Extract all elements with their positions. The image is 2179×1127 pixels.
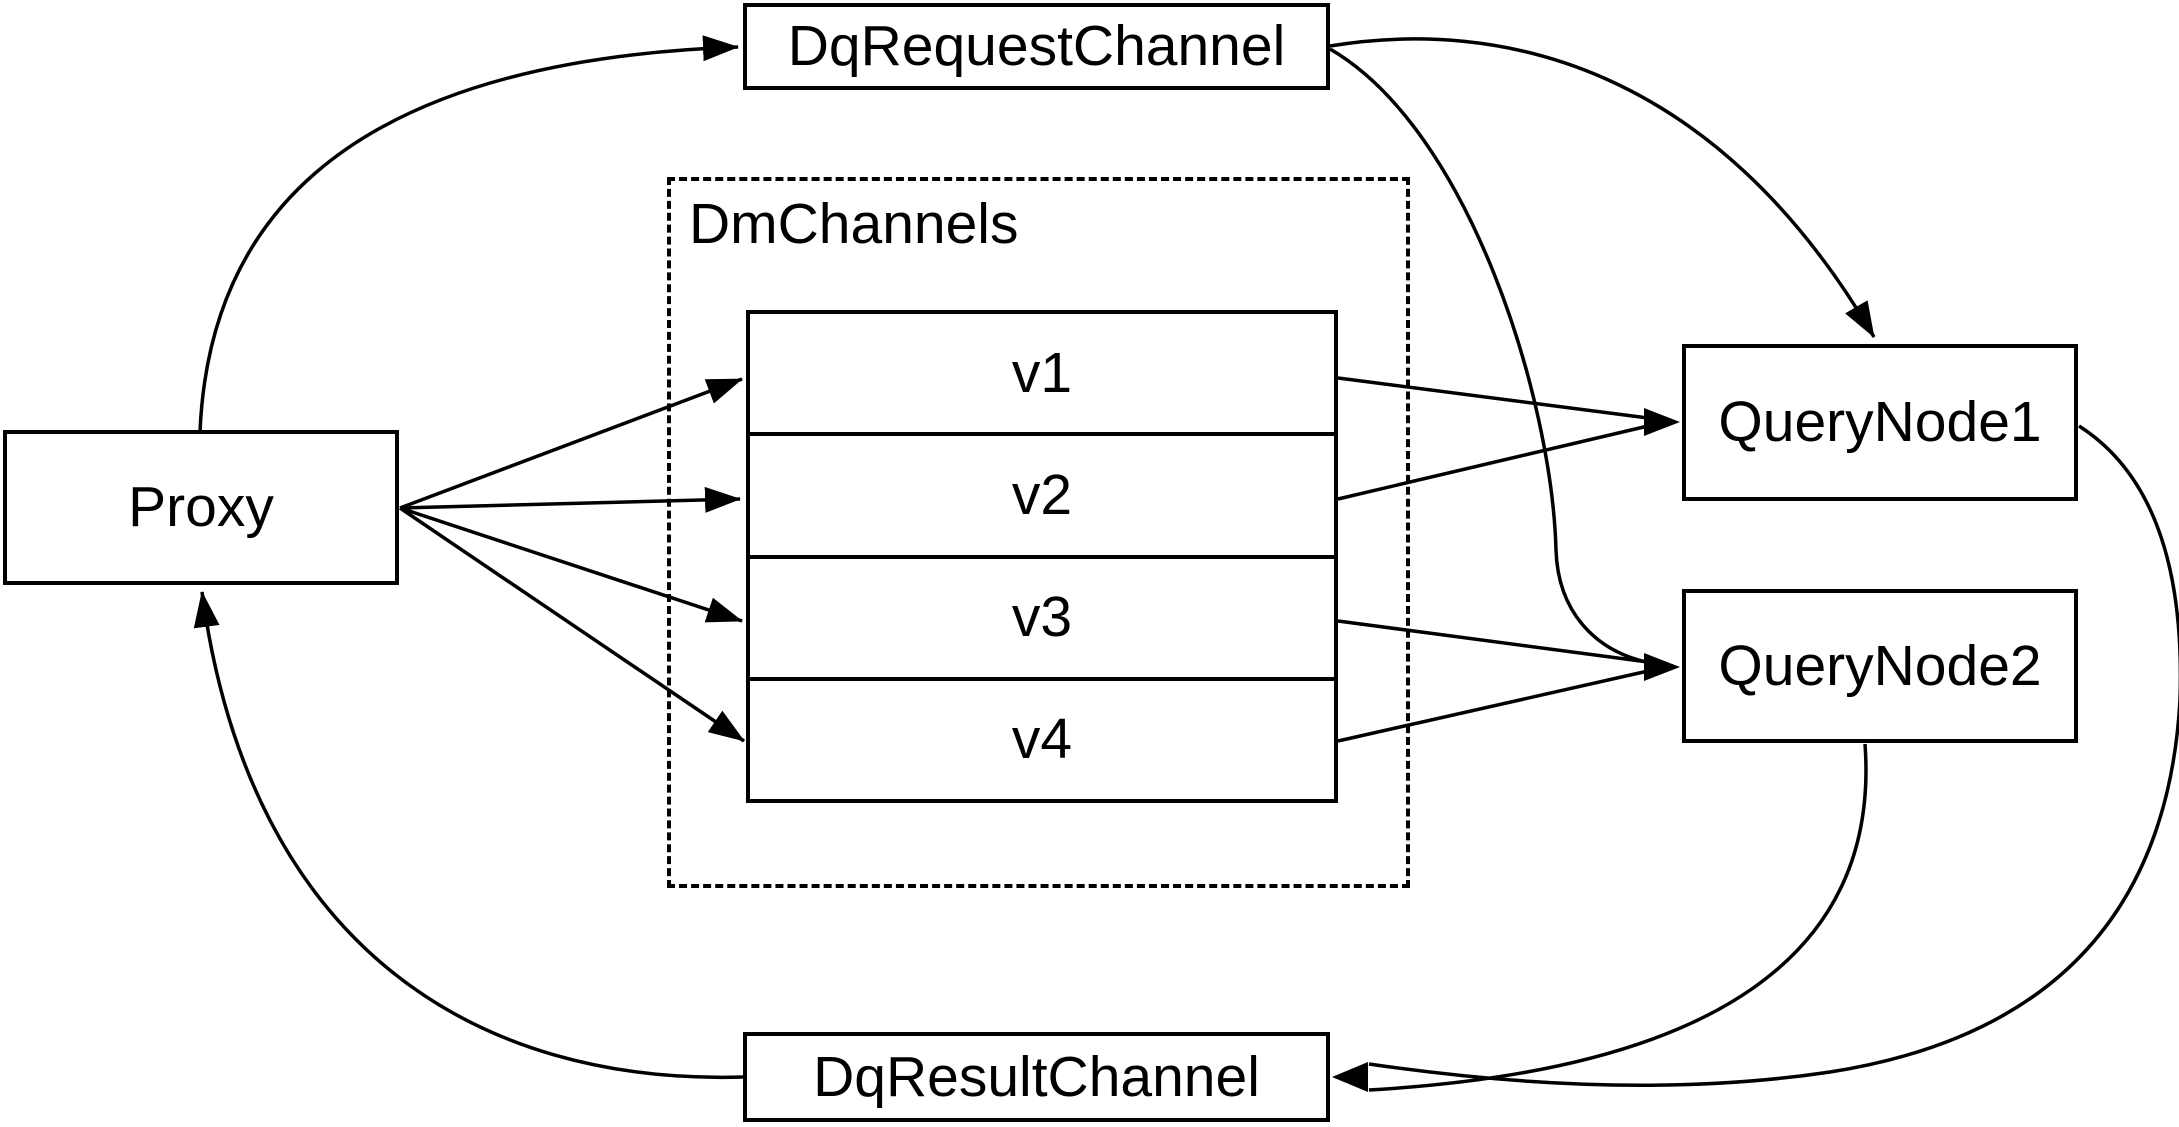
channel-row-v1: v1	[1011, 340, 1073, 405]
arrowhead-into-query-node-1	[1644, 408, 1680, 436]
node-query-node-2: QueryNode2	[1682, 589, 2078, 743]
node-query-node-1: QueryNode1	[1682, 344, 2078, 501]
node-dq-request-channel: DqRequestChannel	[743, 3, 1330, 90]
arrowhead-into-dq-result-channel	[1332, 1062, 1368, 1092]
dm-channels-group-label: DmChannels	[689, 192, 1019, 256]
node-proxy: Proxy	[3, 430, 399, 585]
channel-row-v3: v3	[750, 554, 1334, 677]
arrowhead-into-query-node-2	[1644, 653, 1680, 681]
edge-proxy-to-dq-request-channel	[198, 35, 739, 433]
channel-row-v2: v2	[750, 432, 1334, 554]
edge-dq-request-channel-to-query-node-1	[1329, 37, 1876, 338]
channel-row-v4: v4	[750, 676, 1334, 799]
edge-query-node-1-to-dq-result-channel	[1368, 424, 2179, 1087]
edge-query-node-2-to-dq-result-channel	[1368, 743, 1868, 1092]
node-dq-result-channel: DqResultChannel	[743, 1032, 1330, 1122]
edge-dq-result-channel-to-proxy	[193, 591, 744, 1080]
dm-channels-stack: v1 v2 v3 v4	[746, 310, 1338, 803]
